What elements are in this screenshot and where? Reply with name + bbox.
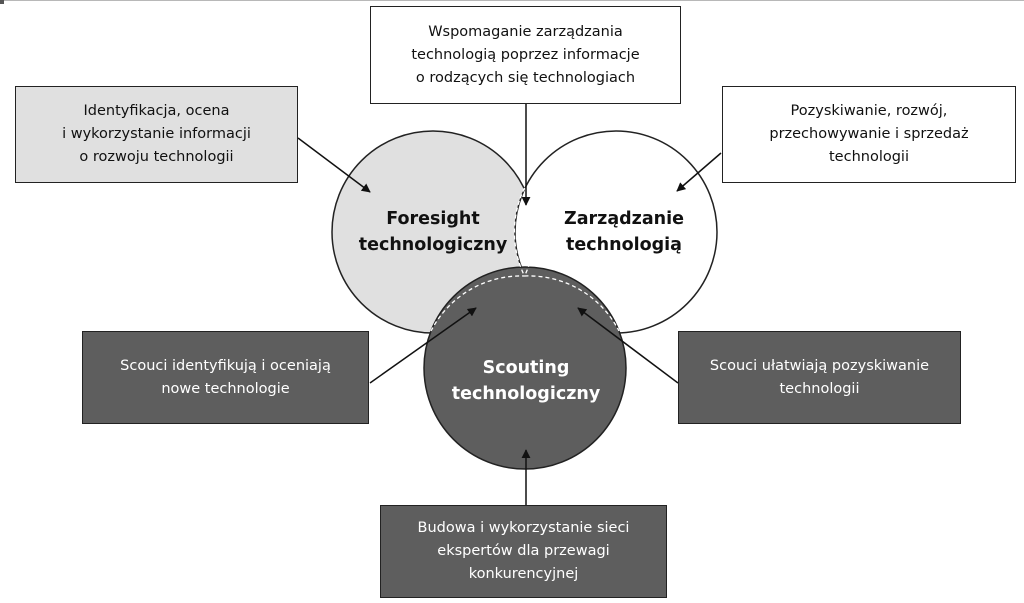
box-bottom-line3: konkurencyjnej [468, 566, 579, 582]
box-top-right-line3: technologii [828, 149, 909, 165]
box-bottom-line2: ekspertów dla przewagi [437, 543, 610, 559]
management-label-line1: Zarządzanie [564, 209, 684, 229]
management-label: Zarządzanie technologią [534, 206, 714, 258]
box-top-right: Pozyskiwanie, rozwój, przechowywanie i s… [722, 86, 1016, 183]
box-top: Wspomaganie zarządzania technologią popr… [370, 6, 681, 104]
box-top-left: Identyfikacja, ocena i wykorzystanie inf… [15, 86, 298, 183]
box-top-line2: technologią poprzez informacje [411, 46, 640, 63]
arrow-top-right [676, 152, 722, 192]
box-bottom: Budowa i wykorzystanie sieci ekspertów d… [380, 505, 667, 598]
overlap-dashed-scouting-left [430, 275, 525, 332]
box-top-right-line1: Pozyskiwanie, rozwój, [790, 103, 948, 119]
foresight-label-line1: Foresight [386, 209, 480, 229]
box-bottom-left-line1: Scouci identyfikują i oceniają [120, 357, 331, 374]
arrow-top-left [297, 137, 371, 193]
scouting-circle [423, 266, 627, 470]
scouting-label-line1: Scouting [482, 358, 570, 378]
corner-mark [0, 0, 4, 4]
box-bottom-right-line2: technologii [779, 380, 860, 397]
box-top-line3: o rodzących się technologiach [415, 69, 636, 86]
box-top-line1: Wspomaganie zarządzania [428, 23, 623, 40]
box-top-left-line1: Identyfikacja, ocena [83, 103, 230, 119]
scouting-label: Scouting technologiczny [436, 355, 616, 407]
box-top-right-line2: przechowywanie i sprzedaż [769, 126, 969, 142]
box-bottom-right: Scouci ułatwiają pozyskiwanie technologi… [678, 331, 961, 424]
foresight-label: Foresight technologiczny [343, 206, 523, 258]
box-top-left-line3: o rozwoju technologii [79, 149, 234, 165]
overlap-dashed-foresight-management [523, 187, 536, 277]
management-label-line2: technologią [566, 235, 682, 255]
box-bottom-left: Scouci identyfikują i oceniają nowe tech… [82, 331, 369, 424]
arrow-bottom-right [577, 307, 679, 384]
scouting-label-line2: technologiczny [451, 384, 601, 404]
foresight-label-line2: technologiczny [358, 235, 508, 255]
overlap-dashed-scouting-right [524, 275, 620, 332]
box-bottom-right-line1: Scouci ułatwiają pozyskiwanie [709, 357, 930, 374]
top-border-line [0, 0, 1024, 1]
box-top-left-line2: i wykorzystanie informacji [62, 126, 251, 142]
box-bottom-line1: Budowa i wykorzystanie sieci [417, 520, 630, 536]
overlap-dashed-management-left [513, 187, 526, 277]
box-bottom-left-line2: nowe technologie [161, 380, 290, 397]
arrow-bottom-left [369, 307, 477, 384]
